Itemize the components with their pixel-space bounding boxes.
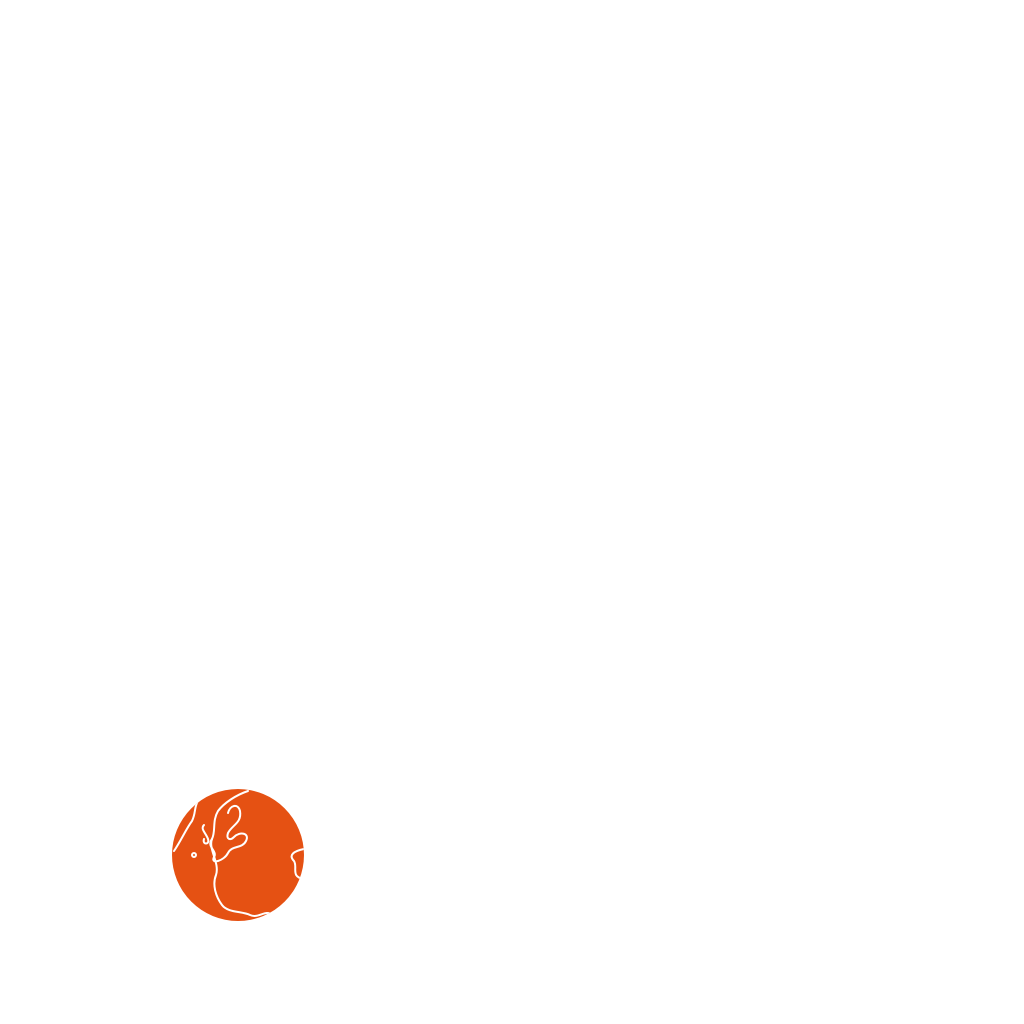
globe-graphic — [172, 789, 304, 921]
continent-outlines — [173, 790, 304, 917]
globe-disc — [172, 789, 304, 921]
globe-icon — [172, 789, 304, 921]
